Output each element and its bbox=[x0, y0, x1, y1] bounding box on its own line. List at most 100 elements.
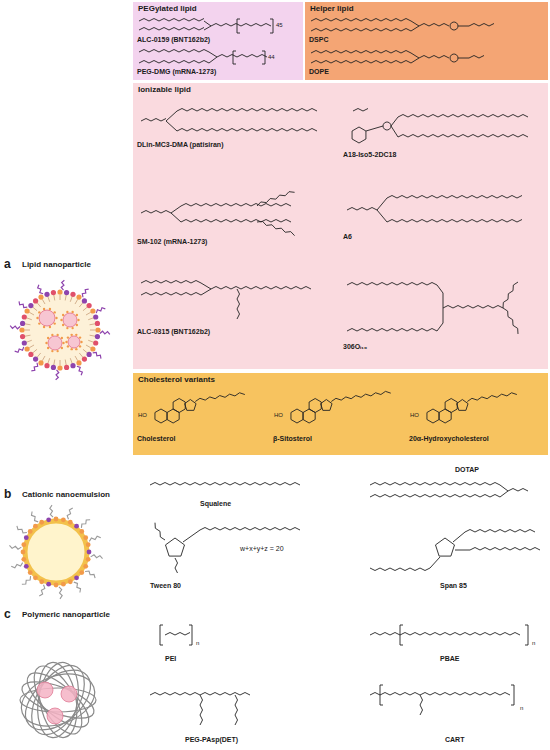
surfactant-head bbox=[68, 520, 73, 525]
compound-name: Cholesterol bbox=[137, 435, 271, 443]
bond-line bbox=[465, 530, 535, 533]
structure-drawing bbox=[137, 389, 269, 435]
lipid-head bbox=[64, 290, 69, 295]
lipid-head bbox=[22, 340, 27, 345]
lipid-tail bbox=[88, 318, 93, 320]
oil-core bbox=[23, 519, 89, 585]
bond-line bbox=[453, 532, 465, 542]
band-heading: Cholesterol variants bbox=[133, 373, 548, 385]
bond-line bbox=[525, 625, 528, 645]
lipid-head bbox=[62, 314, 64, 316]
bond-line bbox=[171, 213, 181, 222]
compound-name: SM-102 (mRNA-1273) bbox=[137, 238, 339, 246]
lipid-head bbox=[93, 314, 98, 319]
lipid-head bbox=[28, 352, 33, 357]
lipid-tail bbox=[79, 303, 83, 307]
structure-label: HO bbox=[274, 412, 283, 418]
surfactant-head bbox=[79, 570, 84, 575]
lipid-head bbox=[66, 311, 68, 313]
lipid-head bbox=[55, 317, 57, 319]
lipid-head bbox=[79, 345, 81, 347]
lipid-head bbox=[90, 346, 95, 351]
lipid-head bbox=[64, 365, 69, 370]
lipid-head bbox=[61, 337, 63, 339]
compound-name: DOPE bbox=[309, 68, 546, 76]
bond-line bbox=[139, 19, 204, 22]
bond-line bbox=[347, 208, 377, 211]
surfactant-head bbox=[24, 535, 29, 540]
lipid-head bbox=[24, 346, 29, 351]
lipid-head bbox=[71, 327, 73, 329]
bond-line bbox=[165, 538, 184, 556]
lipid-head bbox=[95, 334, 100, 339]
compound-structure: β-Sitosterol bbox=[273, 389, 407, 443]
bond-line bbox=[139, 50, 209, 53]
surfactant-head bbox=[54, 583, 59, 588]
surfactant-head bbox=[33, 524, 38, 529]
lipid-head bbox=[76, 324, 78, 326]
lipid-nanoparticle-illustration bbox=[10, 280, 110, 380]
bond-line bbox=[139, 61, 209, 64]
panel-title: Polymeric nanoparticle bbox=[22, 611, 110, 619]
band-heading: Ionizable lipid bbox=[133, 83, 548, 95]
surfactant-head bbox=[74, 524, 79, 529]
lipid-head bbox=[51, 350, 53, 352]
lipid-tail bbox=[90, 323, 95, 325]
compound-structure: A6 bbox=[343, 188, 545, 241]
bond-line bbox=[150, 483, 300, 486]
lipid-tail bbox=[42, 299, 45, 304]
bond-line bbox=[450, 54, 458, 62]
lipid-head bbox=[53, 311, 55, 313]
bond-line bbox=[270, 19, 273, 33]
lipid-head bbox=[47, 347, 49, 349]
bond-line bbox=[508, 489, 528, 492]
polymer-strand bbox=[14, 658, 101, 741]
bond-line bbox=[411, 53, 419, 58]
lipid-head bbox=[82, 357, 87, 362]
chemical-structures bbox=[150, 483, 540, 726]
compound-name: 306Oᵢ₁₀ bbox=[343, 343, 545, 351]
peg-chain bbox=[19, 301, 27, 307]
lipid-head bbox=[75, 348, 77, 350]
bond-line bbox=[435, 538, 454, 556]
nanoemulsion-illustration bbox=[9, 505, 102, 599]
structure-drawing bbox=[343, 273, 543, 343]
compound-structure: ALC-0159 (BNT162b2) bbox=[137, 16, 301, 44]
structure-drawing bbox=[137, 273, 337, 328]
bond-line bbox=[500, 485, 508, 491]
lipid-tail bbox=[75, 356, 78, 361]
mrna-vesicle bbox=[39, 310, 55, 326]
bond-line bbox=[437, 285, 443, 293]
mrna-vesicle bbox=[63, 313, 77, 327]
structure-label: Span 85 bbox=[440, 582, 467, 589]
surfactant-chain bbox=[85, 571, 95, 578]
lipid-head bbox=[71, 311, 73, 313]
compound-structure: DSPC bbox=[309, 16, 546, 44]
lipid-tail bbox=[90, 335, 95, 337]
lipid-head bbox=[20, 334, 25, 339]
lipid-head bbox=[51, 290, 56, 295]
lipid-head bbox=[45, 342, 47, 344]
lipid-tail bbox=[33, 307, 37, 311]
structure-label: CART bbox=[445, 736, 464, 743]
surfactant-head bbox=[21, 557, 26, 562]
lipid-head bbox=[61, 347, 63, 349]
surfactant-chain bbox=[17, 526, 27, 533]
lipid-tail bbox=[33, 349, 37, 353]
lipid-head bbox=[90, 308, 95, 313]
surfactant-chain bbox=[67, 508, 73, 519]
bond-line bbox=[311, 51, 411, 54]
bond-line bbox=[204, 26, 211, 30]
bond-line bbox=[370, 568, 430, 571]
bond-line bbox=[437, 323, 443, 331]
lipid-head bbox=[87, 303, 92, 308]
lipid-head bbox=[43, 326, 45, 328]
lipid-head bbox=[93, 340, 98, 345]
bond-line bbox=[155, 409, 167, 423]
structure-label: PEI bbox=[165, 655, 176, 662]
lipid-tail bbox=[27, 340, 32, 342]
lipid-head bbox=[51, 365, 56, 370]
structure-label: HO bbox=[410, 412, 419, 418]
bond-line bbox=[177, 129, 317, 132]
